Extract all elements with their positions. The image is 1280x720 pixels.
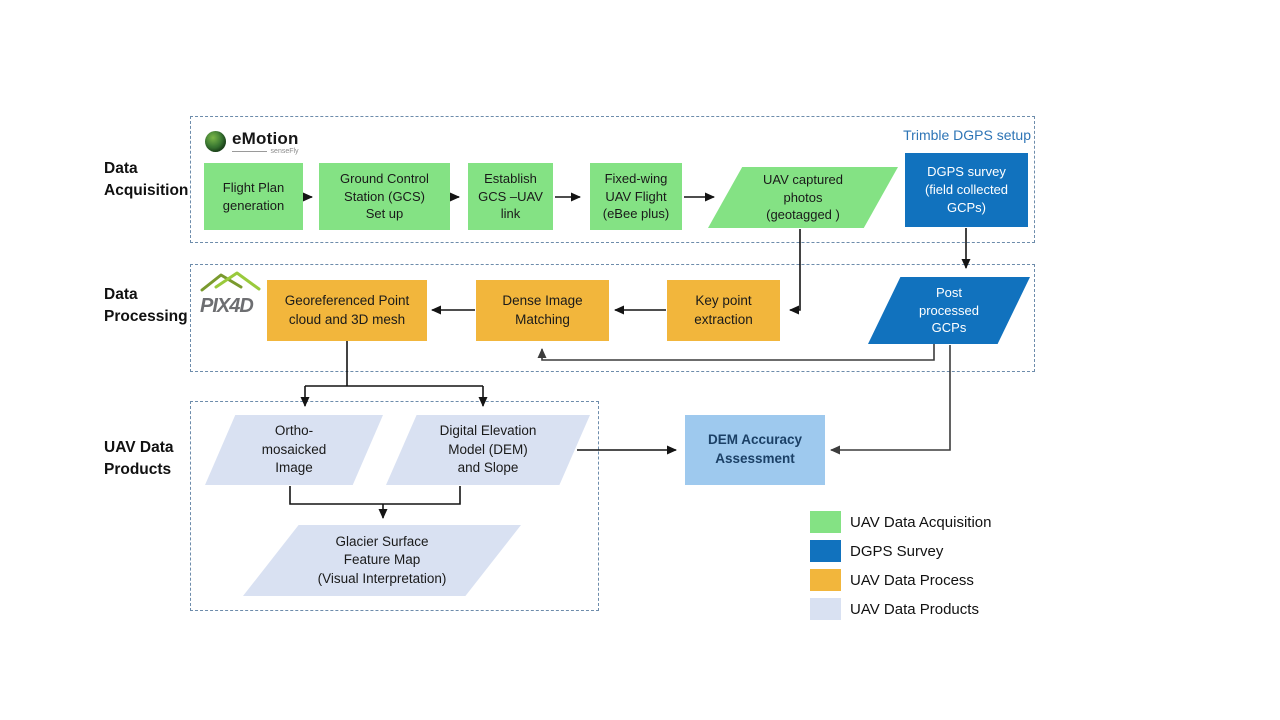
legend-item: UAV Data Acquisition bbox=[810, 511, 991, 533]
node-key-point-extraction: Key point extraction bbox=[667, 280, 780, 341]
legend-swatch-products bbox=[810, 598, 841, 620]
pix4d-logo: PIX4D bbox=[200, 270, 264, 317]
acquisition-section-frame bbox=[190, 116, 1035, 243]
legend-item: UAV Data Products bbox=[810, 598, 991, 620]
emotion-globe-icon bbox=[205, 131, 226, 152]
legend-swatch-dgps bbox=[810, 540, 841, 562]
emotion-logo-sub: senseFly bbox=[270, 148, 299, 155]
node-digital-elevation-model: Digital Elevation Model (DEM) and Slope bbox=[386, 415, 590, 485]
legend-label: UAV Data Acquisition bbox=[850, 513, 992, 531]
emotion-logo-name: eMotion bbox=[232, 129, 299, 148]
node-establish-gcs-uav-link: Establish GCS –UAV link bbox=[468, 163, 553, 230]
node-georeferenced-point-cloud: Georeferenced Point cloud and 3D mesh bbox=[267, 280, 427, 341]
processing-section-frame bbox=[190, 264, 1035, 372]
pix4d-zigzag-icon bbox=[200, 271, 261, 292]
legend-label: UAV Data Products bbox=[850, 600, 979, 618]
section-label-data-processing: Data Processing bbox=[104, 286, 188, 325]
section-label-uav-data-products: UAV Data Products bbox=[104, 439, 174, 478]
node-orthomosaicked-image: Ortho- mosaicked Image bbox=[205, 415, 383, 485]
legend-label: UAV Data Process bbox=[850, 571, 974, 589]
node-fixed-wing-uav-flight: Fixed-wing UAV Flight (eBee plus) bbox=[590, 163, 682, 230]
pix4d-logo-name: PIX4D bbox=[200, 295, 254, 317]
node-dem-accuracy-assessment: DEM Accuracy Assessment bbox=[685, 415, 825, 485]
legend-swatch-process bbox=[810, 569, 841, 591]
legend-label: DGPS Survey bbox=[850, 542, 944, 560]
legend: UAV Data Acquisition DGPS Survey UAV Dat… bbox=[810, 511, 991, 627]
trimble-dgps-annotation: Trimble DGPS setup bbox=[903, 127, 1031, 143]
node-uav-captured-photos: UAV captured photos (geotagged ) bbox=[708, 167, 898, 228]
legend-item: DGPS Survey bbox=[810, 540, 991, 562]
node-dgps-survey: DGPS survey (field collected GCPs) bbox=[905, 153, 1028, 227]
node-ground-control-station: Ground Control Station (GCS) Set up bbox=[319, 163, 450, 230]
node-dense-image-matching: Dense Image Matching bbox=[476, 280, 609, 341]
emotion-logo-rule bbox=[232, 151, 267, 152]
node-flight-plan-generation: Flight Plan generation bbox=[204, 163, 303, 230]
legend-swatch-acquisition bbox=[810, 511, 841, 533]
emotion-logo: eMotion senseFly bbox=[205, 129, 299, 155]
legend-item: UAV Data Process bbox=[810, 569, 991, 591]
section-label-data-acquisition: Data Acquisition bbox=[104, 160, 189, 199]
products-section-frame bbox=[190, 401, 599, 611]
